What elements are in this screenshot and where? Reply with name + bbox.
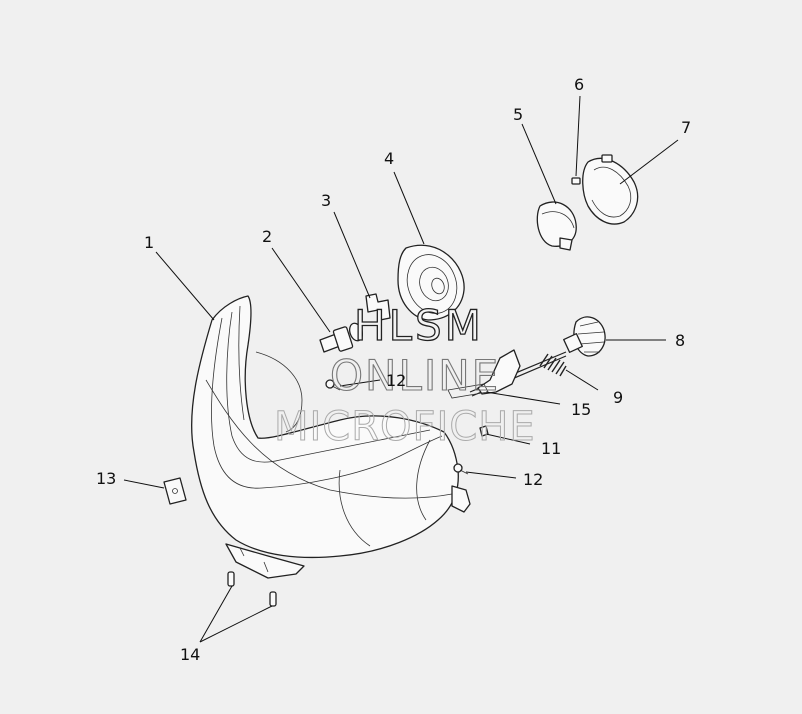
callout-9: 9 [613, 388, 623, 407]
callout-2: 2 [262, 227, 272, 246]
callout-3: 3 [321, 191, 331, 210]
part-14-screw-a [227, 571, 235, 587]
watermark-line-2: ONLINE [330, 351, 500, 400]
callout-15: 15 [571, 400, 591, 419]
callout-12-upper: 12 [386, 371, 406, 390]
watermark: MICROFICHE ONLINE HLSM [274, 300, 536, 450]
callout-12-lower: 12 [523, 470, 543, 489]
callout-6: 6 [574, 75, 584, 94]
callout-4: 4 [384, 149, 394, 168]
callout-11: 11 [541, 439, 561, 458]
callout-13: 13 [96, 469, 116, 488]
watermark-line-1: HLSM [354, 301, 484, 350]
leader-lines [123, 95, 679, 643]
part-14-screw-b [269, 591, 277, 607]
part-13-clip-nut [163, 477, 187, 505]
part-12-screw-upper [325, 379, 341, 391]
callout-14: 14 [180, 645, 200, 664]
part-1-headlight-housing [191, 295, 471, 579]
part-5-lamp-cap [536, 201, 577, 251]
part-4-reflector-cover [397, 244, 465, 321]
watermark-line-3: MICROFICHE [274, 404, 536, 450]
part-6-pin [571, 177, 581, 185]
part-8-adjuster-knob [563, 316, 606, 357]
callout-1: 1 [144, 233, 154, 252]
part-7-gasket [582, 154, 639, 225]
callout-5: 5 [513, 105, 523, 124]
part-2-bulb [319, 322, 363, 353]
part-3-clip [365, 293, 391, 321]
callout-labels: 1 2 3 4 5 6 7 8 9 11 12 12 13 14 15 [96, 75, 691, 664]
callout-7: 7 [681, 118, 691, 137]
part-12-screw-lower [453, 463, 469, 475]
callout-8: 8 [675, 331, 685, 350]
